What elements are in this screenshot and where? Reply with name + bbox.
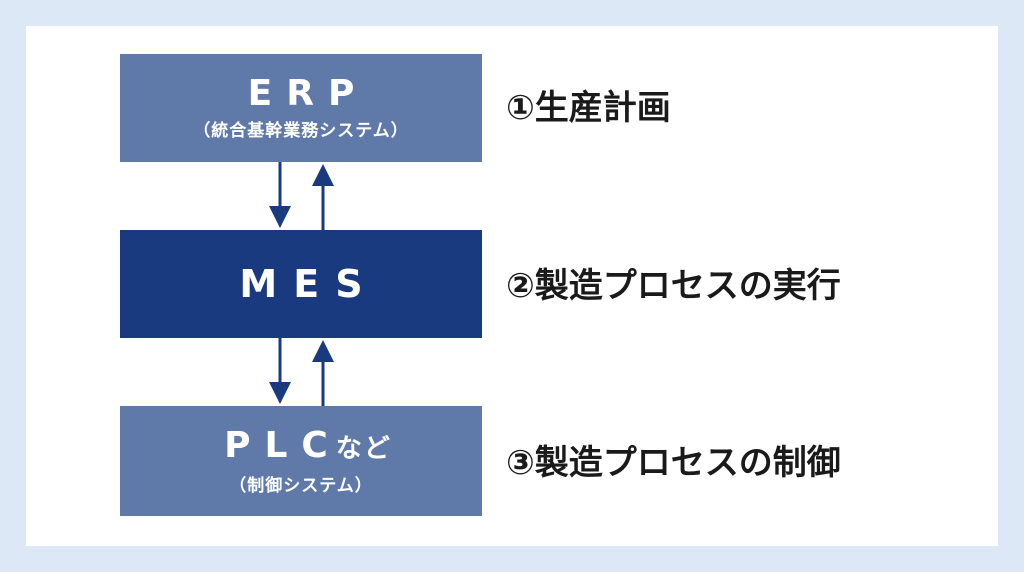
erp-subtitle: （統合基幹業務システム） [193, 121, 409, 141]
plc-box: PLCなど （制御システム） [120, 406, 482, 516]
level-3-label: ③製造プロセスの制御 [506, 443, 841, 483]
plc-title: PLC [224, 424, 342, 466]
plc-title-row: PLCなど [224, 424, 392, 469]
mes-box: MES [120, 230, 482, 338]
mes-title: MES [239, 262, 379, 306]
level-1-label: ①生産計画 [506, 88, 671, 128]
plc-title-suffix: など [335, 433, 392, 464]
erp-box: ERP （統合基幹業務システム） [120, 54, 482, 162]
level-2-label: ②製造プロセスの実行 [506, 266, 841, 306]
plc-subtitle: （制御システム） [229, 475, 373, 496]
erp-title: ERP [247, 73, 369, 114]
